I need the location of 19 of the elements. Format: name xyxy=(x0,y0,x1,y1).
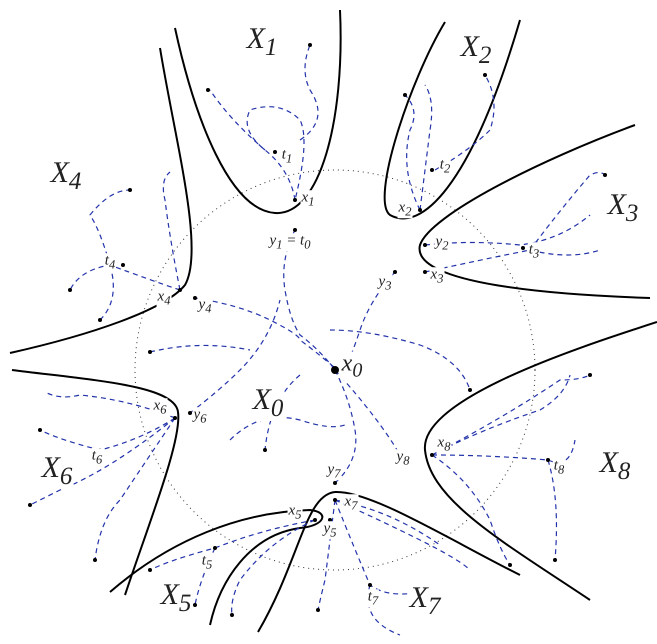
point-label: y$_{3}$ xyxy=(378,274,392,292)
point-label: x$_{0}$ xyxy=(340,352,364,380)
point-label: t$_{7}$ xyxy=(366,589,380,607)
point-label: x$_{1}$ xyxy=(300,190,316,208)
point-label: t$_{6}$ xyxy=(90,448,104,466)
point-label: y$_{4}$ xyxy=(198,297,212,315)
point-label: y$_{5}$ xyxy=(322,521,338,539)
point-label: y$_{6}$ xyxy=(192,407,208,425)
point-label: t$_{5}$ xyxy=(200,553,214,571)
point-label: x$_{6}$ xyxy=(152,398,168,416)
point-label: y$_{8}$ xyxy=(396,449,410,467)
point-label: t$_{8}$ xyxy=(552,458,566,476)
point-label: t$_{3}$ xyxy=(528,242,540,260)
point-label: t$_{1}$ xyxy=(280,147,294,165)
point-label: t$_{2}$ xyxy=(438,157,452,175)
point-label: t$_{4}$ xyxy=(104,253,116,271)
point-label: y$_{1}$ = t$_{0}$ xyxy=(268,233,312,251)
point-label: x$_{7}$ xyxy=(344,494,358,512)
point-label: x$_{3}$ xyxy=(430,267,444,285)
